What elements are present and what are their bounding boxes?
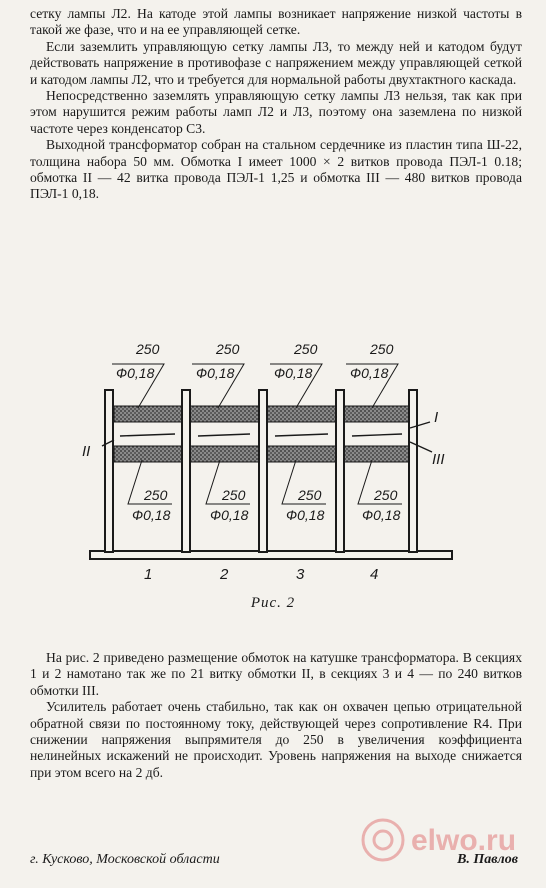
winding-label-iii: III <box>432 451 445 468</box>
top-turns-label: 250 <box>293 341 318 357</box>
bottom-wire-label: Ф0,18 <box>210 507 249 523</box>
top-leaders <box>112 363 399 409</box>
winding-label-ii: II <box>82 443 90 460</box>
top-turns-label: 250 <box>135 341 160 357</box>
winding-label-i: I <box>434 409 438 426</box>
section-number: 3 <box>296 566 305 583</box>
top-turns-label: 250 <box>369 341 394 357</box>
bottom-turns-label: 250 <box>373 487 398 503</box>
watermark-text: elwo.ru <box>411 824 516 857</box>
section-number: 2 <box>219 566 229 583</box>
section-number: 1 <box>144 566 152 583</box>
bottom-wire-label: Ф0,18 <box>362 507 401 523</box>
article-text-bottom: На рис. 2 приведено размещение обмоток н… <box>30 650 522 781</box>
article-text-top: сетку лампы Л2. На катоде этой лампы воз… <box>30 6 522 203</box>
paragraph: Усилитель работает очень стабильно, так … <box>30 699 522 780</box>
bottom-leaders <box>127 459 402 505</box>
paragraph: На рис. 2 приведено размещение обмоток н… <box>30 650 522 698</box>
figure-caption: Рис. 2 <box>250 595 296 611</box>
author-location: г. Кусково, Московской области <box>30 852 220 867</box>
top-wire-label: Ф0,18 <box>116 365 155 381</box>
bottom-turns-label: 250 <box>221 487 246 503</box>
author-name: В. Павлов <box>457 852 518 867</box>
bottom-wire-label: Ф0,18 <box>132 507 171 523</box>
paragraph: Выходной трансформатор собран на стально… <box>30 137 522 202</box>
paragraph: сетку лампы Л2. На катоде этой лампы воз… <box>30 6 522 38</box>
bottom-wire-label: Ф0,18 <box>286 507 325 523</box>
winding-leads <box>101 421 433 453</box>
top-turns-label: 250 <box>215 341 240 357</box>
coil-flanges <box>104 389 418 553</box>
bottom-turns-label: 250 <box>143 487 168 503</box>
top-wire-label: Ф0,18 <box>274 365 313 381</box>
site-watermark: elwo.ru <box>361 818 516 862</box>
transformer-winding-diagram: 250 Ф0,18 250 Ф0,18 250 Ф0,18 250 Ф0,18 … <box>82 341 453 583</box>
paragraph: Непосредственно заземлять управляющую се… <box>30 88 522 136</box>
paragraph: Если заземлить управляющую сетку лампы Л… <box>30 38 522 87</box>
base-plate <box>89 550 453 560</box>
top-wire-label: Ф0,18 <box>196 365 235 381</box>
top-wire-label: Ф0,18 <box>350 365 389 381</box>
section-number: 4 <box>370 566 378 583</box>
watermark-logo-icon <box>361 818 405 862</box>
bottom-turns-label: 250 <box>297 487 322 503</box>
